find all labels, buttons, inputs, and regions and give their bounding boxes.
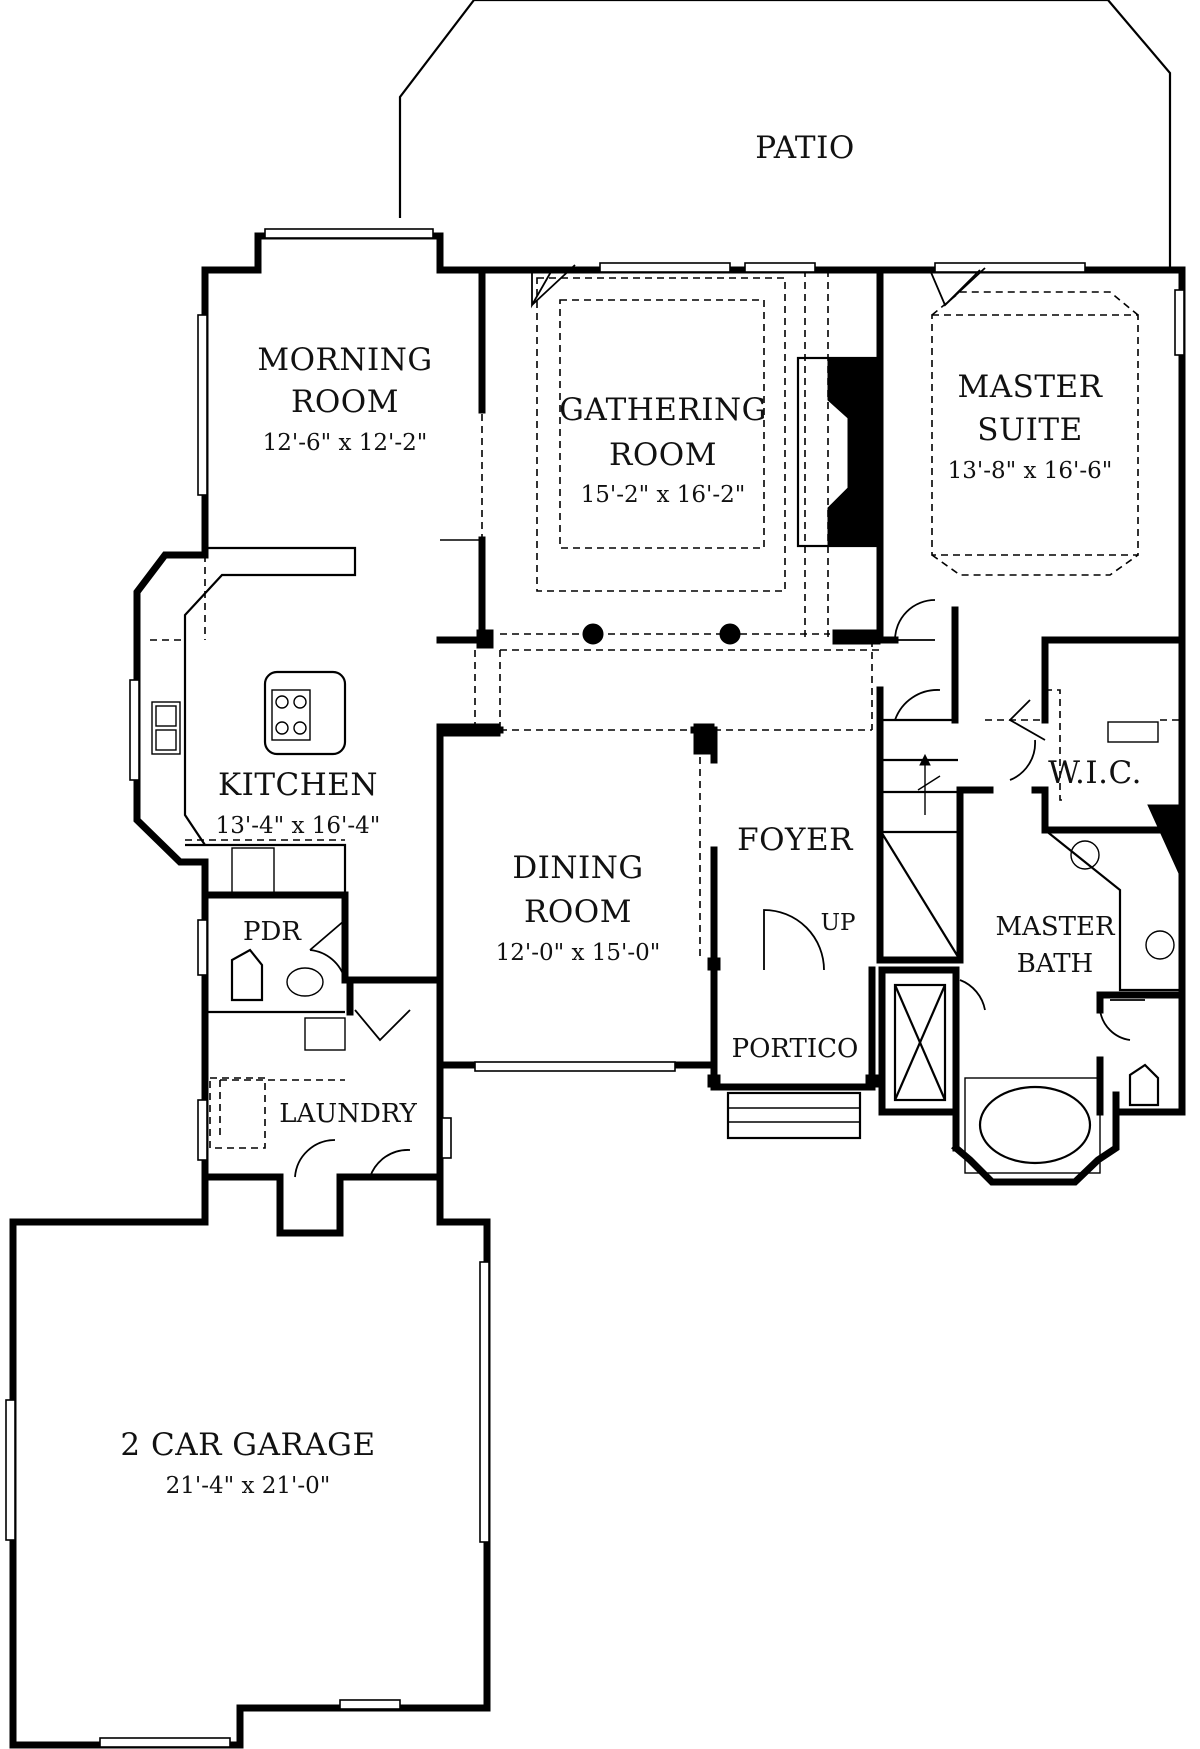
master-suite-label-line2: SUITE — [977, 412, 1082, 448]
master-bath-label-line2: BATH — [1017, 949, 1093, 979]
stairs-up-label: UP — [821, 910, 856, 936]
kitchen-label: KITCHEN — [218, 767, 378, 803]
dining-room-label: DINING — [512, 850, 643, 886]
portico-label: PORTICO — [732, 1034, 859, 1064]
columns — [436, 623, 1183, 1088]
morning-room-label-line2: ROOM — [291, 384, 399, 420]
kitchen-dimensions: 13'-4" x 16'-4" — [216, 813, 381, 839]
fireplace — [796, 356, 882, 548]
master-suite-label: MASTER — [957, 369, 1103, 405]
gathering-room-label: GATHERING — [559, 392, 767, 428]
dining-room-label-line2: ROOM — [524, 894, 632, 930]
garage-label: 2 CAR GARAGE — [120, 1427, 375, 1463]
dining-room-dimensions: 12'-0" x 15'-0" — [496, 940, 661, 966]
gathering-room-dimensions: 15'-2" x 16'-2" — [581, 482, 746, 508]
master-bath-label: MASTER — [995, 912, 1116, 942]
garage-dimensions: 21'-4" x 21'-0" — [166, 1473, 331, 1499]
doors — [294, 264, 1145, 1178]
morning-room-label: MORNING — [257, 342, 432, 378]
gathering-room-label-line2: ROOM — [609, 437, 717, 473]
patio-outline — [398, 0, 1172, 268]
dashed-ceiling-lines — [150, 270, 1182, 1140]
foyer-label: FOYER — [737, 822, 854, 858]
windows — [5, 228, 1185, 1748]
wic-label: W.I.C. — [1048, 755, 1142, 791]
pdr-label: PDR — [243, 917, 302, 947]
fixtures — [151, 539, 1175, 1174]
laundry-label: LAUNDRY — [279, 1099, 417, 1129]
master-suite-dimensions: 13'-8" x 16'-6" — [948, 458, 1113, 484]
room-labels: PATIO MORNING ROOM 12'-6" x 12'-2" GATHE… — [120, 130, 1142, 1499]
morning-room-dimensions: 12'-6" x 12'-2" — [263, 430, 428, 456]
patio-label: PATIO — [755, 130, 855, 166]
